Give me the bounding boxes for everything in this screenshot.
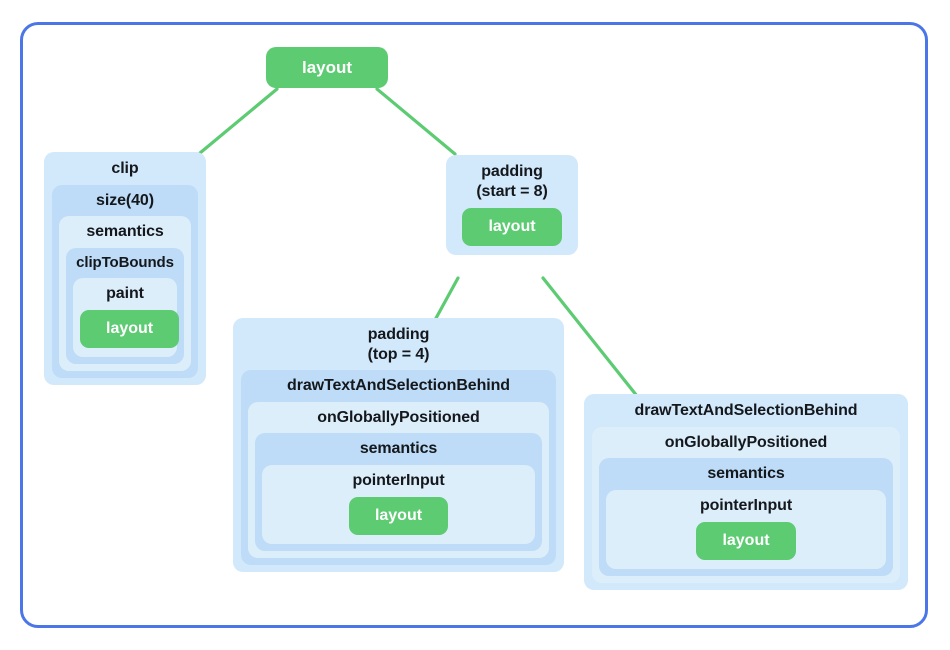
node-semantics-middle[interactable]: semantics pointerInput layout — [255, 433, 542, 552]
node-padding-top-label-line1: padding — [367, 326, 430, 343]
node-onglobally-right[interactable]: onGloballyPositioned semantics pointerIn… — [592, 426, 900, 584]
node-middle-leaf-layout[interactable]: layout — [348, 497, 449, 536]
node-root-layout[interactable]: layout — [266, 47, 388, 88]
node-cliptobounds-label: clipToBounds — [76, 253, 174, 271]
node-drawtext-right[interactable]: drawTextAndSelectionBehind onGloballyPos… — [584, 394, 908, 591]
node-pointerinput-right-label: pointerInput — [699, 496, 793, 514]
node-semantics[interactable]: semantics clipToBounds paint layout — [59, 216, 191, 372]
node-drawtext-middle-label: drawTextAndSelectionBehind — [287, 377, 510, 395]
node-drawtext-middle[interactable]: drawTextAndSelectionBehind onGloballyPos… — [241, 370, 556, 566]
node-drawtext-right-label: drawTextAndSelectionBehind — [634, 402, 858, 419]
node-clip-label: clip — [111, 160, 139, 177]
node-paint[interactable]: paint layout — [73, 277, 180, 358]
node-semantics-label: semantics — [86, 223, 164, 241]
node-semantics-right[interactable]: semantics pointerInput layout — [599, 458, 893, 577]
node-clip-leaf-layout[interactable]: layout — [80, 310, 180, 349]
node-right-leaf-layout[interactable]: layout — [696, 522, 796, 561]
node-padding-top[interactable]: padding (top = 4) drawTextAndSelectionBe… — [233, 318, 564, 573]
node-onglobally-middle-label: onGloballyPositioned — [317, 408, 480, 426]
node-onglobally-right-label: onGloballyPositioned — [664, 433, 828, 451]
node-padding-start-label-line1: padding — [481, 163, 543, 180]
node-size[interactable]: size(40) semantics clipToBounds paint la… — [52, 184, 198, 379]
diagram-frame — [20, 22, 928, 628]
node-cliptobounds[interactable]: clipToBounds paint layout — [66, 247, 184, 365]
node-paint-label: paint — [106, 284, 144, 302]
node-padding-start-label-line2: (start = 8) — [476, 182, 548, 200]
node-semantics-right-label: semantics — [707, 465, 785, 483]
node-onglobally-middle[interactable]: onGloballyPositioned semantics pointerIn… — [248, 401, 549, 559]
node-pointerinput-middle[interactable]: pointerInput layout — [262, 464, 535, 545]
node-size-label: size(40) — [96, 191, 154, 209]
node-padding-start[interactable]: padding (start = 8) layout — [446, 155, 578, 256]
node-pointerinput-middle-label: pointerInput — [352, 471, 445, 489]
node-padding-start-leaf-layout[interactable]: layout — [462, 208, 562, 247]
node-clip[interactable]: clip size(40) semantics clipToBounds pai… — [44, 152, 206, 386]
node-semantics-middle-label: semantics — [359, 440, 438, 458]
node-pointerinput-right[interactable]: pointerInput layout — [606, 489, 886, 570]
node-padding-top-label-line2: (top = 4) — [367, 345, 430, 363]
